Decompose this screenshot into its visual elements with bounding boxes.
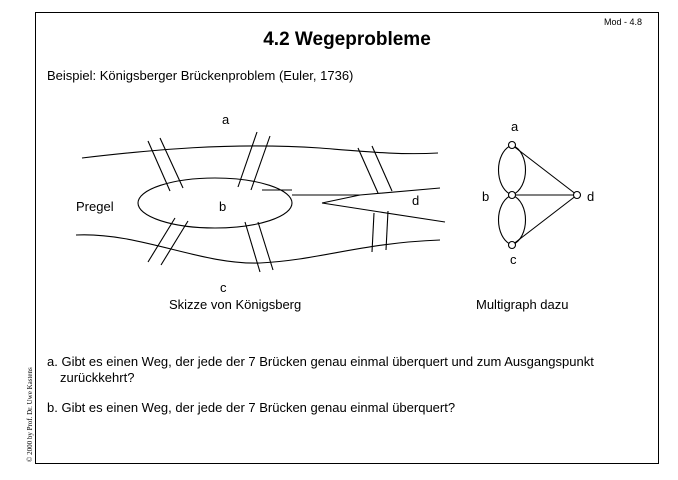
graph-label-c: c <box>510 252 517 267</box>
sketch-label-b: b <box>219 199 227 214</box>
koenigsberg-sketch <box>75 131 446 273</box>
edge-cd <box>511 194 578 246</box>
edge-ab-1 <box>498 144 513 196</box>
intro-text: Beispiel: Königsberger Brückenproblem (E… <box>47 68 354 83</box>
edge-ad <box>511 144 578 196</box>
bridge-2 <box>237 131 271 191</box>
sketch-label-a: a <box>222 112 230 127</box>
river-lower-bank <box>75 234 441 264</box>
node-c <box>507 240 517 250</box>
multigraph-caption: Multigraph dazu <box>476 297 569 312</box>
question-b: b. Gibt es einen Weg, der jede der 7 Brü… <box>47 400 456 415</box>
bridge-1 <box>147 137 184 192</box>
graph-label-b: b <box>482 189 490 204</box>
graph-label-d: d <box>587 189 595 204</box>
question-a: a. Gibt es einen Weg, der jede der 7 Brü… <box>47 354 594 386</box>
question-a-line2: zurückkehrt? <box>60 370 135 385</box>
bridge-6 <box>371 210 389 253</box>
module-tag: Mod - 4.8 <box>603 17 642 27</box>
river-label: Pregel <box>76 199 114 214</box>
multigraph-drawing <box>498 140 582 250</box>
sketch-label-d: d <box>412 193 420 208</box>
bridge-4 <box>244 221 274 273</box>
edge-bc-1 <box>498 194 513 246</box>
river-fork <box>292 187 446 223</box>
node-d <box>572 190 582 200</box>
river-upper-bank <box>81 145 439 159</box>
copyright-notice: © 2000 by Prof. Dr. Uwe Kastens <box>26 367 34 462</box>
island-kneiphof <box>137 177 293 229</box>
sketch-caption: Skizze von Königsberg <box>169 297 302 312</box>
bridge-5 <box>357 145 393 194</box>
sketch-label-c: c <box>220 280 227 295</box>
graph-label-a: a <box>511 119 519 134</box>
node-a <box>507 140 517 150</box>
bridge-3 <box>147 217 189 266</box>
node-b <box>507 190 517 200</box>
slide-frame: Mod - 4.8 4.2 Wegeprobleme Beispiel: Kön… <box>35 12 659 464</box>
question-a-line1: a. Gibt es einen Weg, der jede der 7 Brü… <box>47 354 594 369</box>
slide-title: 4.2 Wegeprobleme <box>263 29 431 50</box>
